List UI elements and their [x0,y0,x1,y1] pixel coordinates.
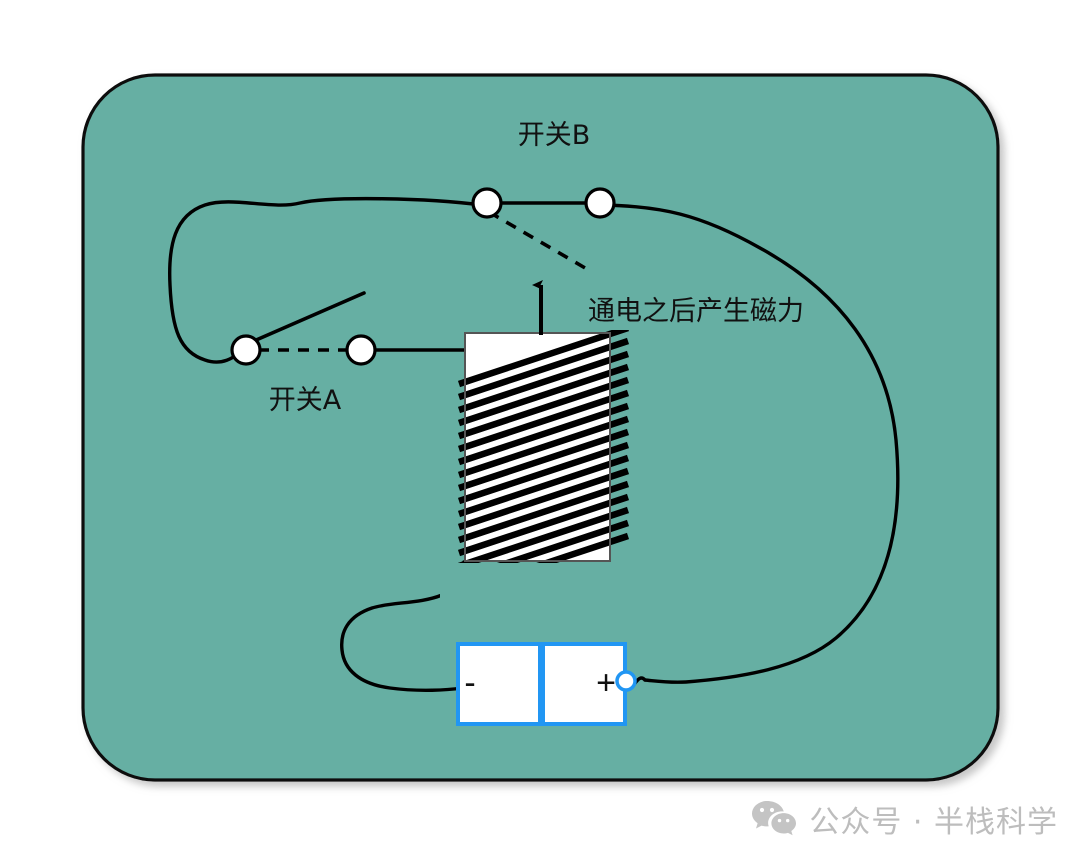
battery-plus-label: + [596,664,616,702]
footer-watermark: 公众号 · 半栈科学 [751,797,1058,841]
coil-outline [464,332,611,562]
switch-a-open-lever[interactable] [245,291,366,346]
switch-b[interactable]: 开关B [471,120,616,274]
battery-cell-positive [541,642,627,726]
switch-a-label: 开关A [269,385,342,416]
battery: - + [456,642,637,726]
wire-left-loop [167,196,483,364]
wechat-icon [752,801,797,836]
battery-cell-negative [456,642,542,726]
coil-mask-bottom [440,563,640,603]
wire-right-loop [600,203,900,684]
footer-text: 公众号 · 半栈科学 [809,805,1058,840]
switch-b-label: 开关B [518,120,591,151]
switch-a-terminal-right[interactable] [345,334,377,366]
solenoid: 通电之后产生磁力 [440,280,804,603]
coil-windings [457,324,630,596]
magnet-note-label: 通电之后产生磁力 [588,296,804,327]
switch-b-terminal-right[interactable] [584,187,616,219]
battery-positive-nub [615,670,637,692]
battery-minus-label: - [464,664,475,702]
switch-b-terminal-left[interactable] [471,187,503,219]
switch-a[interactable]: 开关A [230,291,377,416]
switch-a-terminal-left[interactable] [230,334,262,366]
